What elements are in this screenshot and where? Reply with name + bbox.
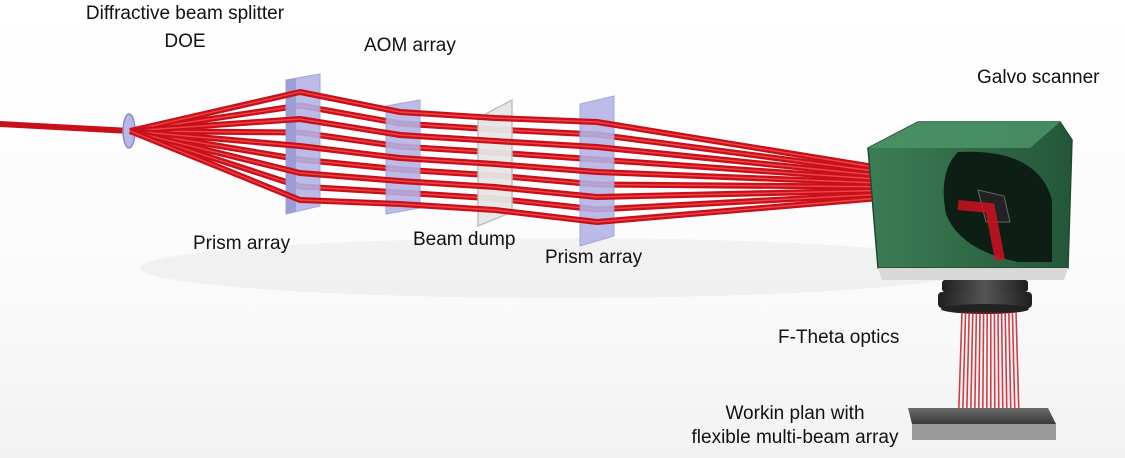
work-plane-label: Workin plan with flexible multi-beam arr… xyxy=(640,402,950,450)
beam-highlight xyxy=(129,130,881,198)
input-beam xyxy=(0,121,133,134)
beam-bundle-front xyxy=(128,89,881,225)
f-theta-lens-ring-1 xyxy=(942,280,1028,292)
doe-label: Diffractive beam splitter DOE xyxy=(60,2,310,54)
beam-highlight xyxy=(129,91,881,169)
work-plane-label-line-1: Workin plan with xyxy=(725,403,865,424)
beam-highlight xyxy=(129,130,881,180)
galvo-internal-beam xyxy=(957,200,1005,261)
prism-array-1-label: Prism array xyxy=(193,233,291,254)
galvo-base xyxy=(878,268,1068,280)
f-theta-label: F-Theta optics xyxy=(778,327,900,348)
output-beam xyxy=(974,311,978,411)
prism-array-2-label: Prism array xyxy=(545,247,643,268)
galvo-scanner xyxy=(867,121,1073,280)
output-beam xyxy=(1011,311,1016,411)
output-beam xyxy=(997,311,1000,411)
floor-shadow xyxy=(140,238,980,298)
work-plane-top xyxy=(908,408,1056,424)
output-beam xyxy=(966,311,970,411)
output-beam xyxy=(962,311,967,411)
output-beam xyxy=(1000,311,1004,411)
beam-highlight xyxy=(129,130,881,188)
beam-highlight xyxy=(129,104,881,173)
work-plane-side xyxy=(912,424,1056,440)
work-plane-label-line-2: flexible multi-beam array xyxy=(691,427,899,448)
output-beam xyxy=(978,311,981,411)
beam-highlight xyxy=(129,118,881,177)
output-beam xyxy=(1004,311,1008,411)
output-beam xyxy=(958,311,963,411)
output-beam xyxy=(982,311,985,411)
aom-array-label: AOM array xyxy=(364,35,456,56)
output-beam-array xyxy=(958,311,1020,411)
beam-highlight xyxy=(129,130,881,211)
output-beam xyxy=(1008,311,1012,411)
beam-dump-label: Beam dump xyxy=(413,229,516,250)
output-beam xyxy=(970,311,974,411)
doe-label-line-2: DOE xyxy=(164,31,206,52)
doe-label-line-1: Diffractive beam splitter xyxy=(85,3,285,24)
work-plane xyxy=(908,408,1056,440)
galvo-scanner-label: Galvo scanner xyxy=(977,67,1100,88)
beam-highlight xyxy=(129,130,881,223)
galvo-top xyxy=(868,122,1060,148)
beam-highlight xyxy=(129,130,881,184)
output-beam xyxy=(1015,311,1020,411)
f-theta-lens-ring-2 xyxy=(938,292,1032,308)
beam-bundle xyxy=(129,102,881,213)
f-theta-lens xyxy=(938,280,1032,314)
f-theta-lens-glass xyxy=(941,304,1029,314)
